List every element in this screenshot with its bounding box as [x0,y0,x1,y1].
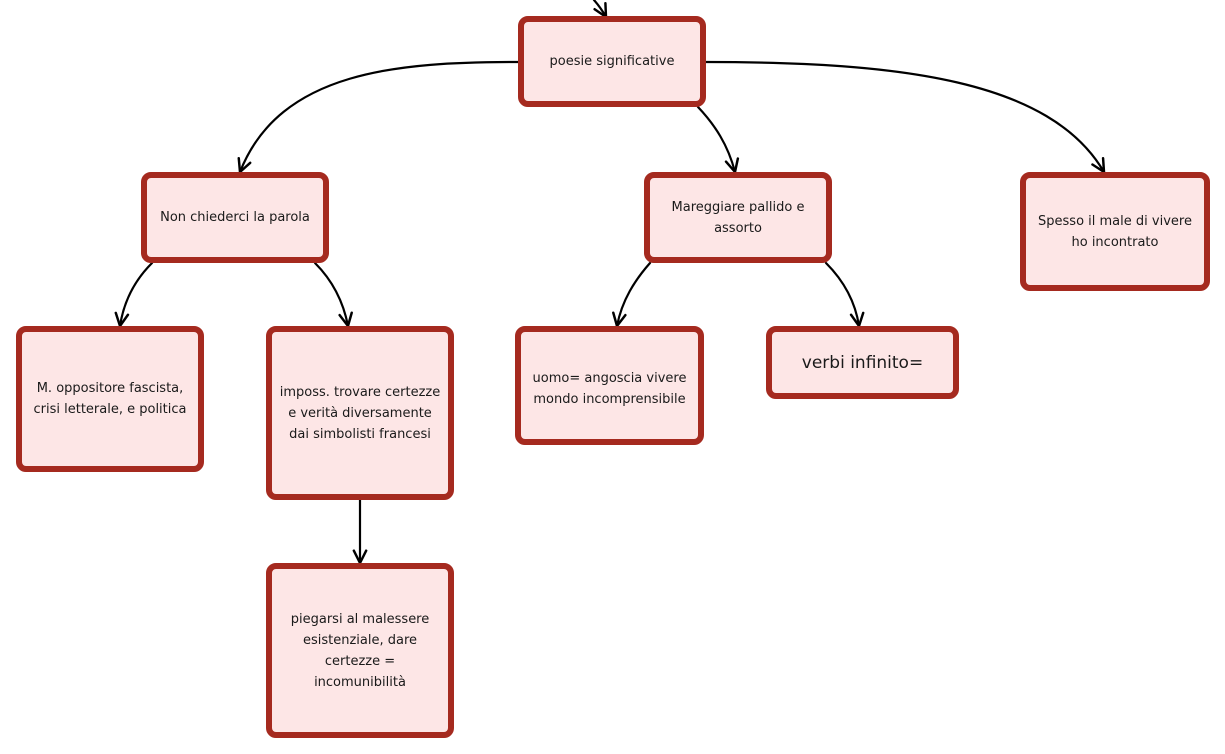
node-text-line: incomunibilità [314,675,406,690]
node-mareggiare-pallido[interactable]: Mareggiare pallido e assorto [644,172,832,263]
node-imposs-trovare-certezze[interactable]: imposs. trovare certezze e verità divers… [266,326,454,500]
edge-root-mareggiare [696,105,740,174]
node-text-line: piegarsi al malessere [290,612,430,627]
edge-root-spesso [704,60,1106,174]
node-spesso-il-male-di-vivere[interactable]: Spesso il male di vivere ho incontrato [1020,172,1210,291]
node-text-line: Non chiederci la parola [160,210,310,225]
edge-non-chiederci-oppositore [114,261,154,328]
node-non-chiederci-la-parola[interactable]: Non chiederci la parola [141,172,329,263]
node-oppositore-fascista[interactable]: M. oppositore fascista, crisi letterale,… [16,326,204,472]
node-text-line: certezze = [324,654,396,669]
edge-mareggiare-uomo [612,261,652,328]
node-uomo-angoscia[interactable]: uomo= angoscia vivere mondo incomprensib… [515,326,704,445]
node-text-line: assorto [714,220,762,236]
edge-mareggiare-verbi [824,261,865,328]
node-poesie-significative[interactable]: poesie significative [518,16,706,107]
node-text-line: dai simbolisti francesi [289,427,431,442]
node-text-line: poesie significative [549,54,675,69]
node-text-line: M. oppositore fascista, [36,381,184,396]
node-piegarsi-al-malessere[interactable]: piegarsi al malessere esistenziale, dare… [266,563,454,738]
node-text-line: verbi infinito= [801,352,924,373]
node-text-line: mondo incomprensibile [533,392,686,407]
node-text-line: e verità diversamente [288,406,432,421]
node-text-line: ho incontrato [1071,234,1159,250]
node-text-line: Spesso il male di vivere [1038,213,1192,229]
node-text-line: esistenziale, dare [302,633,418,648]
node-text-line: uomo= angoscia vivere [532,371,687,386]
edge-non-chiederci-imposs [313,261,353,328]
node-text-line: imposs. trovare certezze [279,385,441,400]
edge-root-non-chiederci [237,60,520,174]
node-text-line: Mareggiare pallido e [671,199,805,215]
node-verbi-infinito[interactable]: verbi infinito= [766,326,959,399]
node-text-line: crisi letterale, e politica [33,402,187,417]
edge-incoming-root [592,0,608,19]
